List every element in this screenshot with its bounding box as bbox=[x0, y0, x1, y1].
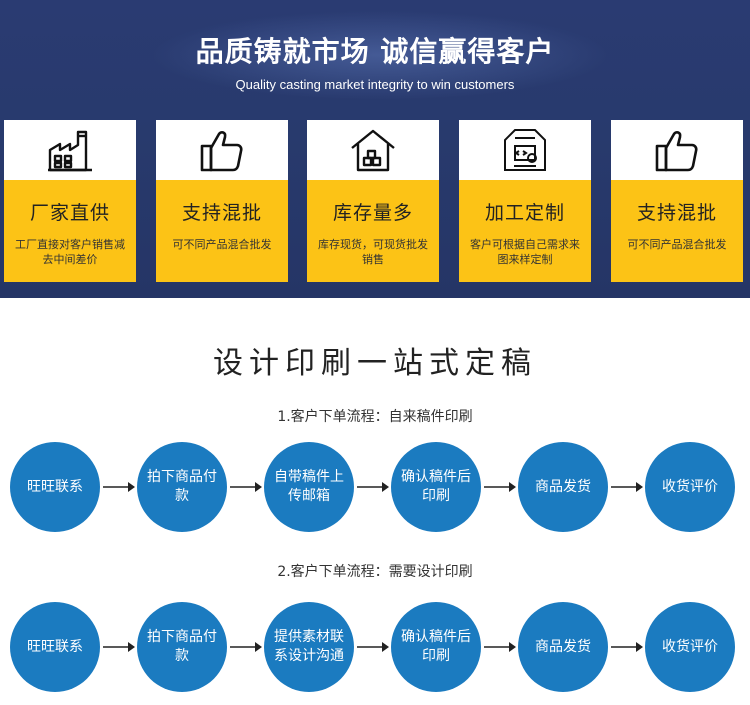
thumbs-up-icon bbox=[200, 131, 243, 172]
flow-step: 收货评价 bbox=[645, 442, 735, 532]
feature-cards: 厂家直供 工厂直接对客户销售减去中间差价 支持混批 可不同产品混合批发 bbox=[4, 120, 746, 282]
card-title: 支持混批 bbox=[636, 202, 717, 224]
card-desc: 客户可根据自己需求来图来样定制 bbox=[470, 238, 580, 266]
flow-step: 商品发货 bbox=[518, 442, 608, 532]
flow-step: 旺旺联系 bbox=[10, 442, 100, 532]
arrow-right-icon bbox=[230, 642, 262, 652]
feature-card-custom: 加工定制 客户可根据自己需求来图来样定制 bbox=[459, 120, 591, 282]
banner-subtitle: Quality casting market integrity to win … bbox=[235, 77, 515, 92]
card-desc: 库存现货，可现货批发销售 bbox=[318, 238, 428, 266]
flow-step: 旺旺联系 bbox=[10, 602, 100, 692]
factory-icon bbox=[48, 130, 92, 172]
card-desc: 可不同产品混合批发 bbox=[627, 238, 727, 251]
banner-glow bbox=[150, 10, 610, 100]
card-desc: 可不同产品混合批发 bbox=[172, 238, 272, 251]
flow-step: 商品发货 bbox=[518, 602, 608, 692]
flow-step: 确认稿件后印刷 bbox=[391, 602, 481, 692]
flow-step: 自带稿件上传邮箱 bbox=[264, 442, 354, 532]
section-title: 设计印刷一站式定稿 bbox=[213, 346, 537, 381]
flow-step: 确认稿件后印刷 bbox=[391, 442, 481, 532]
feature-banner: 品质铸就市场 诚信赢得客户 Quality casting market int… bbox=[0, 0, 750, 298]
arrow-right-icon bbox=[484, 642, 516, 652]
banner-title: 品质铸就市场 诚信赢得客户 bbox=[195, 35, 555, 68]
arrow-right-icon bbox=[357, 642, 389, 652]
card-title: 支持混批 bbox=[181, 202, 262, 224]
feature-card-mixed-wholesale-2: 支持混批 可不同产品混合批发 bbox=[611, 120, 743, 282]
card-desc: 工厂直接对客户销售减去中间差价 bbox=[15, 238, 125, 266]
warehouse-icon bbox=[351, 129, 395, 172]
feature-card-mixed-wholesale: 支持混批 可不同产品混合批发 bbox=[156, 120, 288, 282]
arrow-right-icon bbox=[484, 482, 516, 492]
flow-1-label: 1.客户下单流程：自来稿件印刷 bbox=[277, 409, 473, 425]
custom-process-icon bbox=[504, 129, 546, 171]
arrow-right-icon bbox=[103, 482, 135, 492]
card-title: 厂家直供 bbox=[29, 202, 110, 224]
arrow-right-icon bbox=[357, 482, 389, 492]
arrow-right-icon bbox=[611, 482, 643, 492]
card-title: 库存量多 bbox=[332, 202, 413, 224]
flow-step: 收货评价 bbox=[645, 602, 735, 692]
flow-step: 拍下商品付款 bbox=[137, 602, 227, 692]
flow-step: 拍下商品付款 bbox=[137, 442, 227, 532]
arrow-right-icon bbox=[103, 642, 135, 652]
flow-step: 提供素材联系设计沟通 bbox=[264, 602, 354, 692]
flow-2-steps: 旺旺联系 拍下商品付款 提供素材联系设计沟通 确认稿件后印刷 商品发货 收货评价 bbox=[0, 602, 750, 692]
card-title: 加工定制 bbox=[484, 202, 565, 224]
feature-card-stock: 库存量多 库存现货，可现货批发销售 bbox=[307, 120, 439, 282]
thumbs-up-icon bbox=[655, 131, 698, 172]
feature-card-factory: 厂家直供 工厂直接对客户销售减去中间差价 bbox=[4, 120, 136, 282]
flow-2-label: 2.客户下单流程：需要设计印刷 bbox=[277, 564, 473, 580]
arrow-right-icon bbox=[230, 482, 262, 492]
flow-1-steps: 旺旺联系 拍下商品付款 自带稿件上传邮箱 确认稿件后印刷 商品发货 收货评价 bbox=[0, 442, 750, 532]
arrow-right-icon bbox=[611, 642, 643, 652]
